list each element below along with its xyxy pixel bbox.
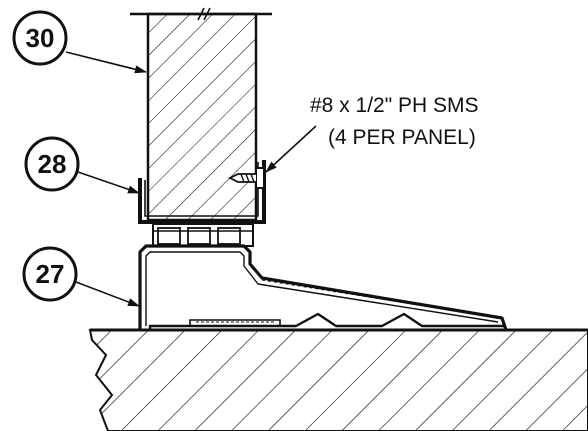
leader-lines	[65, 51, 317, 307]
callout-27: 27	[22, 246, 78, 302]
note-line-2: (4 PER PANEL)	[328, 126, 476, 149]
concrete-slab	[88, 328, 588, 431]
callout-28: 28	[24, 136, 80, 192]
fastener-note: #8 x 1/2" PH SMS (4 PER PANEL)	[310, 94, 479, 149]
base-flashing	[138, 244, 508, 331]
callout-28-label: 28	[38, 149, 67, 179]
callout-30: 30	[12, 10, 68, 66]
screw	[227, 167, 265, 189]
note-line-1: #8 x 1/2" PH SMS	[310, 94, 479, 117]
callout-30-label: 30	[26, 23, 55, 53]
callout-27-label: 27	[36, 259, 65, 289]
wall-panel	[130, 7, 272, 222]
spacer-blocks	[152, 223, 254, 247]
